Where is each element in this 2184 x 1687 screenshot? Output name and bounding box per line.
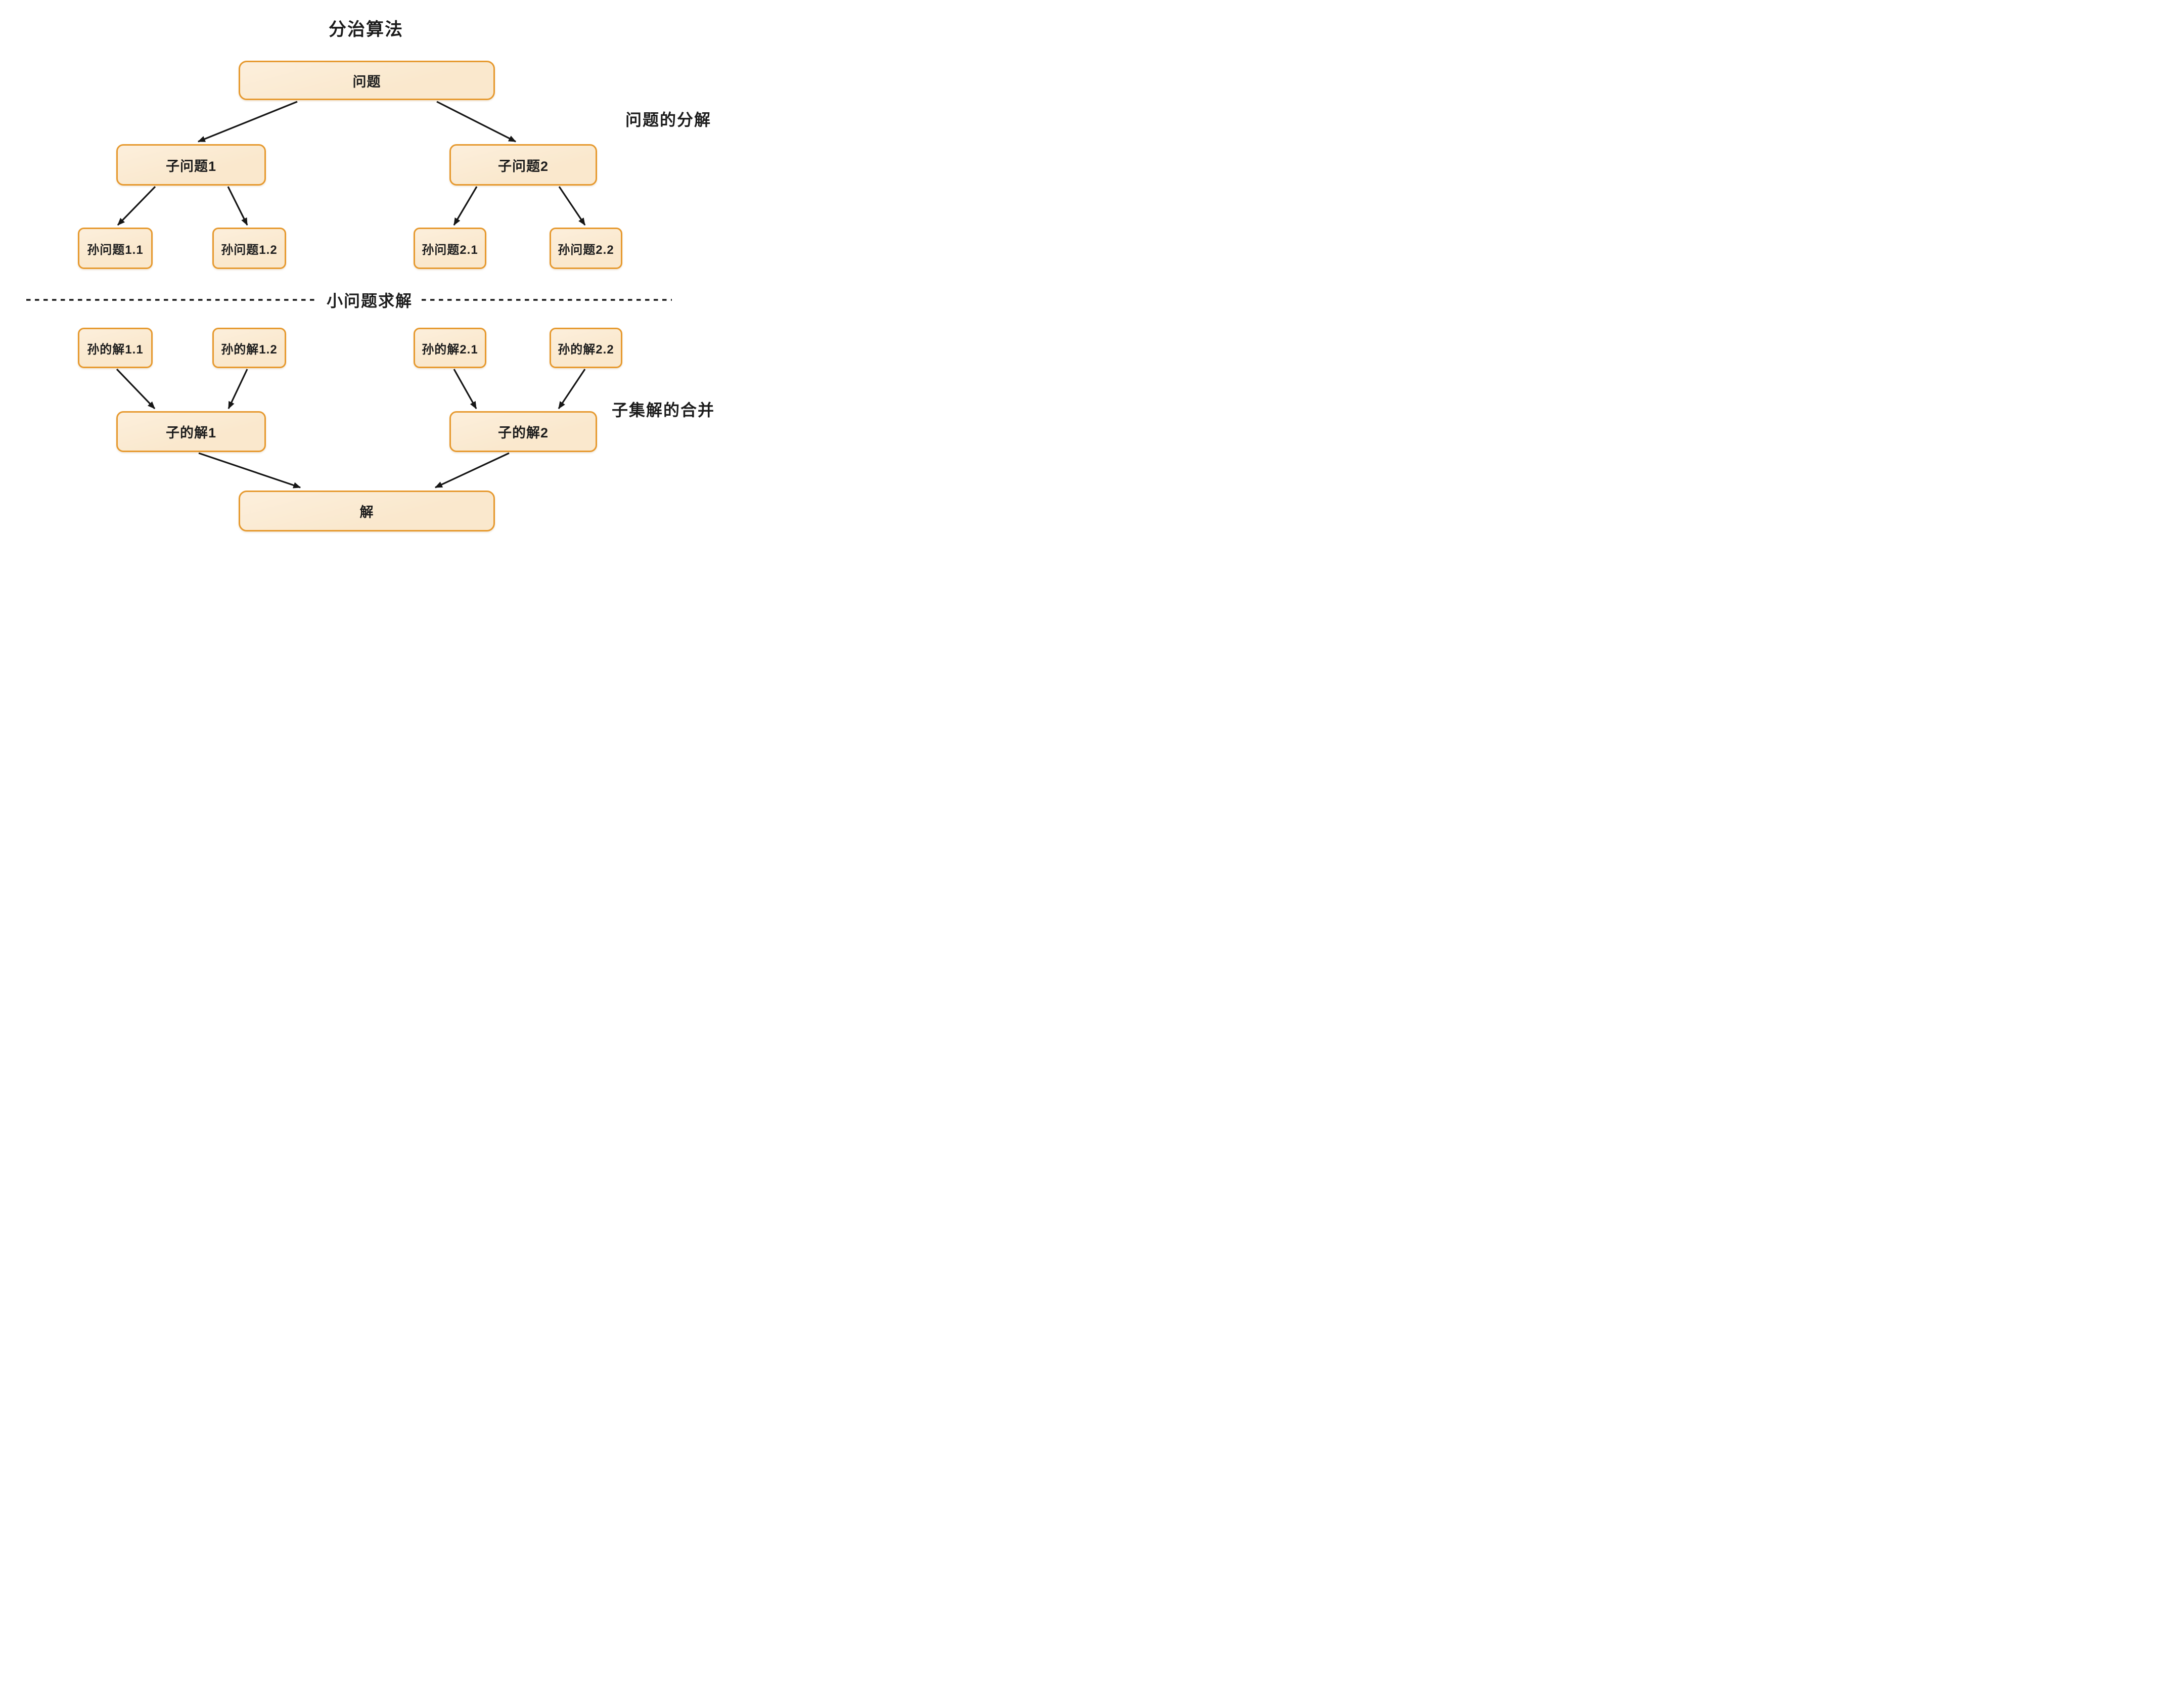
node-grandproblem11-label: 孙问题1.1 <box>87 243 144 257</box>
node-grandsolution21-label: 孙的解2.1 <box>422 342 478 357</box>
node-grandsolution12: 孙的解1.2 <box>212 328 286 368</box>
node-grandproblem21-label: 孙问题2.1 <box>422 243 478 257</box>
arrow-grandsolution12-to-subsolution1 <box>228 369 248 410</box>
node-subsolution1-label: 子的解1 <box>165 425 217 440</box>
node-subsolution2-label: 子的解2 <box>497 425 549 440</box>
stage-label-decomposition: 问题的分解 <box>625 111 711 129</box>
edges-layer <box>26 101 672 489</box>
node-problem-label: 问题 <box>352 74 381 90</box>
arrow-grandsolution22-to-subsolution2 <box>558 369 586 410</box>
arrow-problem-to-subproblem2 <box>436 101 517 143</box>
node-subproblem2-label: 子问题2 <box>497 158 549 174</box>
node-grandsolution22: 孙的解2.2 <box>550 328 622 368</box>
node-subproblem1-label: 子问题1 <box>165 158 217 174</box>
arrow-subsolution1-to-solution <box>198 452 301 489</box>
node-subproblem2: 子问题2 <box>449 144 597 186</box>
node-grandproblem22-label: 孙问题2.2 <box>558 243 614 257</box>
node-grandsolution21: 孙的解2.1 <box>414 328 486 368</box>
arrow-grandsolution21-to-subsolution2 <box>453 369 477 410</box>
arrow-subproblem2-to-grandproblem21 <box>453 186 478 226</box>
node-problem: 问题 <box>239 61 495 100</box>
node-grandsolution11: 孙的解1.1 <box>78 328 153 368</box>
arrow-subproblem2-to-grandproblem22 <box>558 186 586 226</box>
arrow-problem-to-subproblem1 <box>197 101 298 143</box>
node-grandsolution12-label: 孙的解1.2 <box>221 342 278 357</box>
page-title: 分治算法 <box>328 20 404 39</box>
node-solution-label: 解 <box>359 505 374 520</box>
node-subsolution2: 子的解2 <box>449 411 597 452</box>
stage-label-small-problem-solving: 小问题求解 <box>318 290 421 312</box>
node-subproblem1: 子问题1 <box>116 144 266 186</box>
node-grandproblem21: 孙问题2.1 <box>414 228 486 269</box>
node-subsolution1: 子的解1 <box>116 411 266 452</box>
node-grandsolution22-label: 孙的解2.2 <box>558 342 614 357</box>
arrow-subsolution2-to-solution <box>434 452 510 489</box>
diagram-canvas: 分治算法 问题的分解 小问题求解 子集解的合并 问题 子问题1 子问题2 孙问题… <box>0 0 728 562</box>
stage-label-merge: 子集解的合并 <box>611 401 715 419</box>
node-grandproblem11: 孙问题1.1 <box>78 228 153 269</box>
node-grandsolution11-label: 孙的解1.1 <box>87 342 144 357</box>
arrow-subproblem1-to-grandproblem11 <box>117 186 156 226</box>
node-grandproblem12-label: 孙问题1.2 <box>221 243 278 257</box>
node-grandproblem12: 孙问题1.2 <box>212 228 286 269</box>
arrow-grandsolution11-to-subsolution1 <box>116 368 156 410</box>
node-solution: 解 <box>239 491 495 531</box>
node-grandproblem22: 孙问题2.2 <box>550 228 622 269</box>
arrow-subproblem1-to-grandproblem12 <box>227 186 248 226</box>
